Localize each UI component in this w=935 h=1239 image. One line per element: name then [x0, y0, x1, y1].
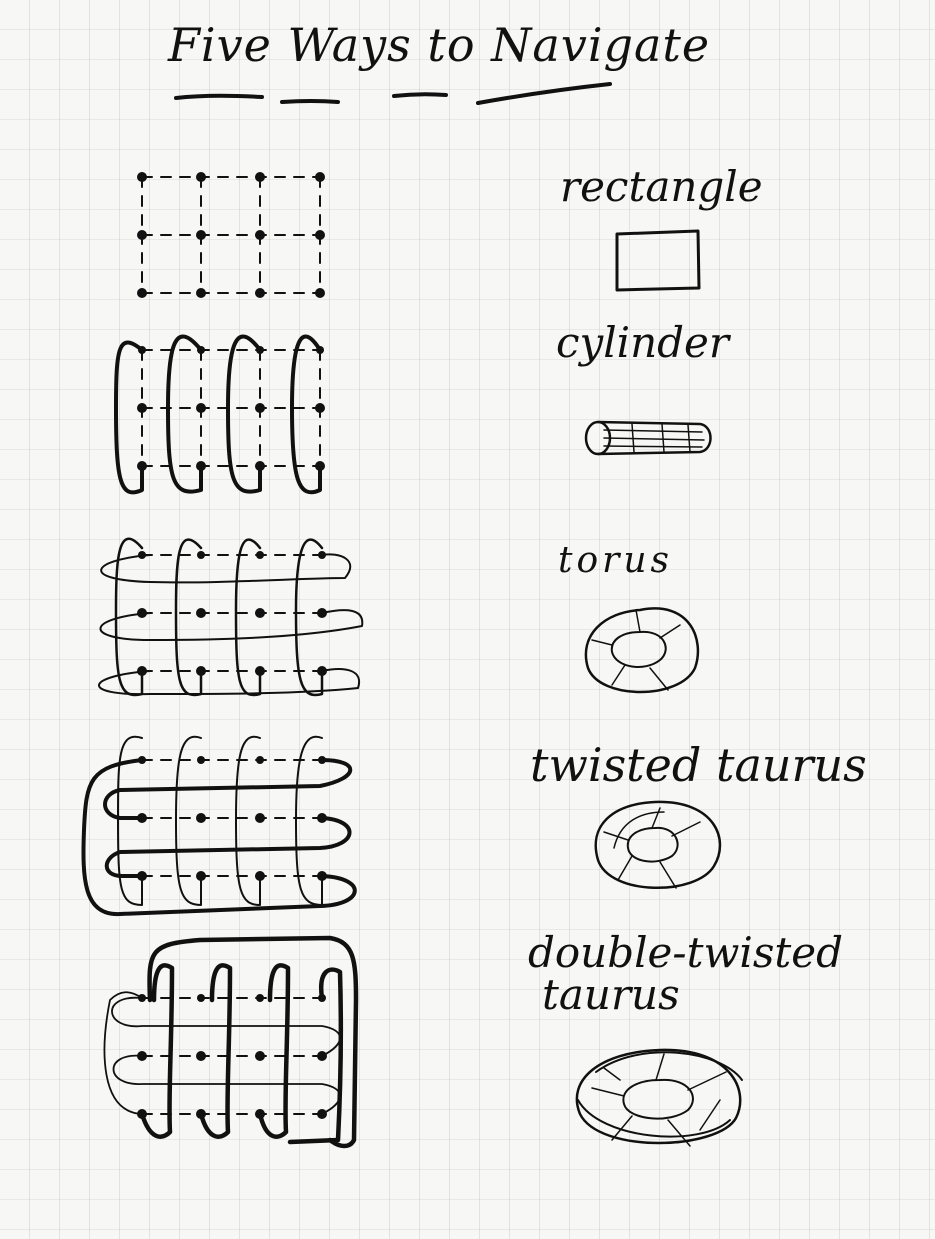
icon-double-twisted-torus [575, 1048, 743, 1147]
grid-cylinder [114, 334, 325, 495]
icon-twisted-torus [594, 800, 722, 890]
icon-cylinder [584, 420, 712, 456]
label-torus: torus [558, 540, 674, 581]
label-double-twisted-torus-line2: taurus [542, 970, 680, 1019]
page-title: Five Ways to Navigate [168, 18, 711, 72]
label-cylinder: cylinder [556, 318, 729, 367]
grid-torus [98, 537, 364, 697]
label-twisted-torus: twisted taurus [530, 738, 867, 792]
label-rectangle: rectangle [560, 162, 763, 211]
grid-double-twisted-torus [103, 935, 359, 1149]
icon-rectangle [615, 229, 701, 292]
grid-twisted-torus [81, 735, 357, 917]
title-underlines [174, 82, 612, 105]
label-double-twisted-torus-line1: double-twisted [528, 928, 844, 977]
grid-rectangle [137, 172, 325, 298]
icon-torus [584, 607, 700, 694]
